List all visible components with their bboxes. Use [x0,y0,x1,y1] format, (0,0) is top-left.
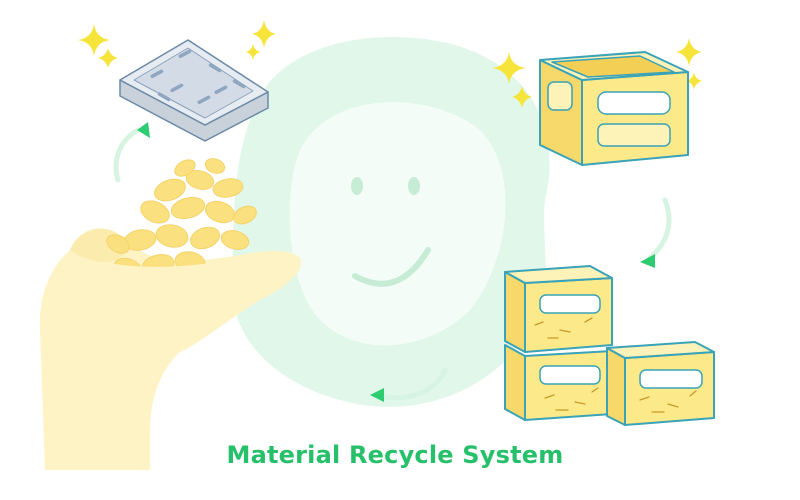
sparkle-tray-right [252,20,276,48]
sparkle-crate-right-small [686,72,702,90]
arc-stack-to-hand [382,367,448,401]
arrowhead-to-stack [640,254,655,268]
new-crate-opening [551,55,675,78]
tray-slots [150,49,246,105]
sparkle-tray-large [78,24,110,56]
sparkle-crate-right [676,38,702,66]
cycle-arrow-icon [113,122,672,402]
sparkle-tray-small [98,48,118,68]
new-crate-handle [597,91,671,115]
smiley-right-eye [408,177,420,195]
new-crate-side [581,71,689,166]
sparkle-tray-right-small [246,44,260,60]
sparkle-crate-small [512,86,532,108]
sparkle-crate-large [492,52,526,84]
smiley-mouth [352,247,431,287]
arrowhead-to-tray [137,122,150,138]
crate-stack [504,265,715,426]
caption-title: Material Recycle System [226,441,564,469]
tray-inner [133,47,254,119]
crate-fiber-marks [534,317,697,413]
stack-crate-bottom-left [504,344,613,421]
arrowhead-to-hand [370,388,384,402]
new-crate-front-slot [547,81,573,111]
recycled-tray [119,39,269,142]
arc-pellets-to-tray [113,127,141,183]
smiley-face-icon [231,37,550,407]
stack-crate-bottom-right [606,341,715,426]
hand-fingers-front [97,253,298,319]
new-crate [539,51,689,166]
background-blob-fade [289,102,506,346]
arc-crate-to-stack [647,197,672,261]
new-crate-window [597,123,671,147]
hand-with-pellets [39,158,301,470]
stack-crate-back-top [504,265,613,353]
smiley-left-eye [351,177,363,195]
sparkle-icon [78,20,702,108]
